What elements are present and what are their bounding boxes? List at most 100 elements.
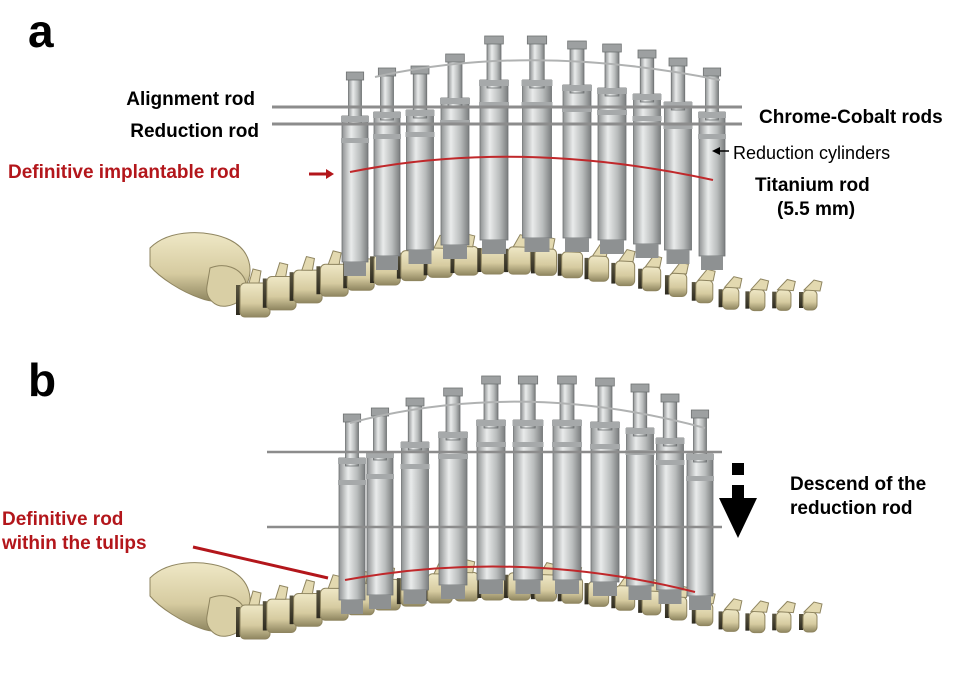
- vertebra-body: [668, 272, 688, 297]
- cylinder-tip: [479, 580, 503, 594]
- disc: [718, 611, 723, 630]
- cylinder-collar: [338, 480, 366, 485]
- cylinder-cap: [660, 393, 680, 403]
- cylinder-tip: [515, 580, 541, 594]
- vertebra-body: [775, 611, 792, 633]
- cylinder-collar: [338, 458, 366, 464]
- spinous-process: [327, 250, 342, 265]
- descend-label-line2: reduction rod: [790, 498, 913, 519]
- cylinder-collar: [405, 132, 435, 137]
- cylinder-collar: [632, 94, 662, 100]
- disc: [799, 292, 803, 308]
- panel-b-drawing: [149, 375, 823, 640]
- disc: [557, 253, 562, 276]
- vertebra-body: [588, 255, 610, 282]
- spinous-process: [723, 276, 743, 289]
- cylinder-cap: [445, 53, 465, 63]
- cylinder-collar: [341, 116, 369, 122]
- spinous-process: [802, 601, 823, 614]
- reduction-cylinder: [440, 53, 470, 259]
- spinous-process: [644, 255, 663, 268]
- cylinder-collar: [686, 476, 714, 481]
- disc: [236, 607, 240, 637]
- disc: [396, 252, 401, 279]
- spinous-process: [697, 268, 716, 282]
- disc: [504, 574, 509, 599]
- reduction-cylinder: [698, 67, 726, 270]
- reduction-cylinder: [625, 383, 655, 600]
- vertebra-body: [748, 610, 766, 634]
- reduction-cylinder: [521, 35, 553, 252]
- cylinder-cap: [567, 40, 587, 50]
- cylinder-cap: [602, 43, 622, 53]
- cylinder-tip: [635, 244, 659, 258]
- cylinder-collar: [552, 420, 582, 426]
- cylinder-tip: [369, 595, 391, 609]
- reduction-rod-label: Reduction rod: [130, 121, 259, 142]
- disc: [584, 583, 589, 605]
- cylinder-collar: [655, 438, 685, 444]
- spinous-process: [301, 255, 315, 271]
- cylinder-collar: [476, 420, 506, 426]
- cylinder-tube: [406, 109, 434, 251]
- cylinder-collar: [400, 442, 430, 448]
- cylinder-collar: [440, 98, 470, 104]
- reduction-cylinder: [338, 413, 366, 614]
- cylinder-cap: [630, 383, 650, 393]
- definitive-implantable-rod-label: Definitive implantable rod: [8, 162, 241, 183]
- disc: [611, 587, 616, 609]
- cylinder-tip: [600, 240, 624, 254]
- cylinder-tip: [376, 256, 398, 270]
- cylinder-cap: [526, 35, 548, 45]
- cylinder-cap: [405, 397, 425, 407]
- disc: [691, 604, 696, 624]
- cylinder-collar: [590, 444, 620, 449]
- disc: [638, 268, 643, 289]
- disc: [772, 613, 777, 631]
- disc: [289, 272, 294, 301]
- cylinder-collar: [625, 428, 655, 434]
- disc: [530, 250, 535, 274]
- disc: [316, 266, 321, 295]
- cylinder-tip: [408, 250, 432, 264]
- cylinder-cap: [345, 71, 365, 81]
- disc: [745, 291, 750, 309]
- cylinder-tube: [373, 111, 401, 257]
- cylinder-tip: [441, 585, 465, 599]
- spinous-process: [274, 584, 289, 600]
- cylinder-collar: [562, 85, 592, 91]
- cylinder-cap: [690, 409, 710, 419]
- cylinder-tip: [555, 580, 579, 594]
- cylinder-tip: [524, 238, 550, 252]
- spinous-process: [248, 268, 262, 284]
- cylinder-cap: [557, 375, 577, 385]
- cylinder-tip: [443, 245, 467, 259]
- cylinder-collar: [400, 464, 430, 469]
- cylinder-cap: [668, 57, 688, 67]
- reduction-cylinders-label: Reduction cylinders: [733, 143, 891, 163]
- alignment-rod-label: Alignment rod: [126, 89, 255, 110]
- disc: [236, 285, 240, 315]
- disc: [799, 614, 803, 630]
- cylinder-collar: [479, 80, 509, 86]
- cylinder-tip: [666, 250, 690, 264]
- cylinder-collar: [632, 116, 662, 121]
- vertebra-body: [695, 279, 714, 304]
- cylinder-pointer-arrowhead: [712, 147, 720, 155]
- reduction-cylinder: [655, 393, 685, 604]
- cylinder-collar: [438, 432, 468, 438]
- vertebra-body: [775, 289, 792, 311]
- disc: [262, 278, 267, 308]
- disc: [691, 282, 696, 301]
- definitive-rod-label-line2: within the tulips: [2, 533, 147, 554]
- reduction-cylinder: [597, 43, 627, 254]
- cylinder-collar: [663, 124, 693, 129]
- reduction-cylinder: [476, 375, 506, 594]
- panel-a-drawing: [149, 35, 823, 318]
- cylinder-tip: [341, 600, 363, 614]
- cylinder-tube: [686, 453, 714, 597]
- disc: [718, 289, 723, 308]
- descend-arrow-shaft: [732, 485, 744, 499]
- cylinder-collar: [698, 112, 726, 118]
